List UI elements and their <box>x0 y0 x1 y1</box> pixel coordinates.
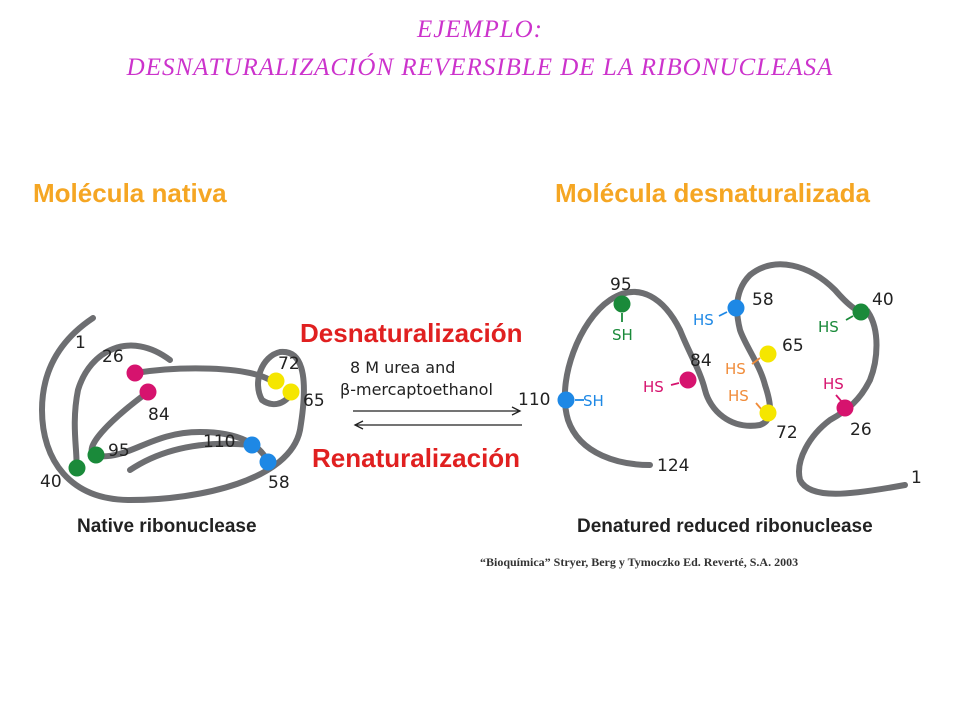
native-cys84-bead <box>139 383 157 401</box>
den-cys65-bead <box>759 345 777 363</box>
den-label-84: 84 <box>690 351 712 371</box>
native-cys26-bead <box>126 364 144 382</box>
den-label-65: 65 <box>782 336 804 356</box>
source-credit: “Bioquímica” Stryer, Berg y Tymoczko Ed.… <box>480 555 799 569</box>
den-thiol-72: HS <box>728 387 749 405</box>
native-label-72: 72 <box>278 354 300 374</box>
native-cys110-bead <box>243 436 261 454</box>
den-thiol-58: HS <box>693 311 714 329</box>
native-label-26: 26 <box>102 347 124 367</box>
den-thiol-110: SH <box>583 392 604 410</box>
renaturation-label: Renaturalización <box>312 443 521 473</box>
native-label-95: 95 <box>108 441 130 461</box>
slide-title-line1: EJEMPLO: <box>416 16 544 43</box>
den-cys58-bead <box>727 299 745 317</box>
den-thiol-95: SH <box>612 326 633 344</box>
den-label-124: 124 <box>657 456 689 476</box>
denatured-molecule-heading: Molécula desnaturalizada <box>555 178 870 208</box>
conditions-line2: β-mercaptoethanol <box>340 380 493 399</box>
native-cys40-bead <box>68 459 86 477</box>
den-cys95-bead <box>613 295 631 313</box>
den-label-1: 1 <box>911 468 922 488</box>
den-cys26-bead <box>836 399 854 417</box>
conditions-line1: 8 M urea and <box>350 358 455 377</box>
native-label-65: 65 <box>303 391 325 411</box>
den-label-40: 40 <box>872 290 894 310</box>
native-label-84: 84 <box>148 405 170 425</box>
den-label-95: 95 <box>610 275 632 295</box>
den-thiol-84: HS <box>643 378 664 396</box>
den-thiol-40: HS <box>818 318 839 336</box>
den-thiol-65: HS <box>725 360 746 378</box>
native-label-40: 40 <box>40 472 62 492</box>
den-cys72-bead <box>759 404 777 422</box>
native-cys95-bead <box>87 446 105 464</box>
den-label-72: 72 <box>776 423 798 443</box>
native-label-1: 1 <box>75 333 86 353</box>
den-label-110: 110 <box>518 390 550 410</box>
den-cys110-bead <box>557 391 575 409</box>
native-label-58: 58 <box>268 473 290 493</box>
native-caption: Native ribonuclease <box>77 516 257 537</box>
forward-arrow <box>353 406 522 416</box>
den-thiol-26: HS <box>823 375 844 393</box>
denatured-caption: Denatured reduced ribonuclease <box>577 516 873 537</box>
native-molecule-heading: Molécula nativa <box>33 178 227 208</box>
denaturation-label: Desnaturalización <box>300 318 523 348</box>
den-cys40-bead <box>852 303 870 321</box>
slide-title-line2: DESNATURALIZACIÓN REVERSIBLE DE LA RIBON… <box>126 54 834 81</box>
den-label-58: 58 <box>752 290 774 310</box>
den-label-26: 26 <box>850 420 872 440</box>
thiol-stubs-magenta <box>670 382 843 403</box>
native-cys58-bead <box>259 453 277 471</box>
reverse-arrow <box>353 420 522 430</box>
native-cys65-bead <box>282 383 300 401</box>
thiol-stubs-green2 <box>845 315 854 321</box>
native-label-110: 110 <box>203 432 235 452</box>
thiol-stubs-blue <box>575 311 728 401</box>
native-cys72-bead <box>267 372 285 390</box>
den-cys84-bead <box>679 371 697 389</box>
